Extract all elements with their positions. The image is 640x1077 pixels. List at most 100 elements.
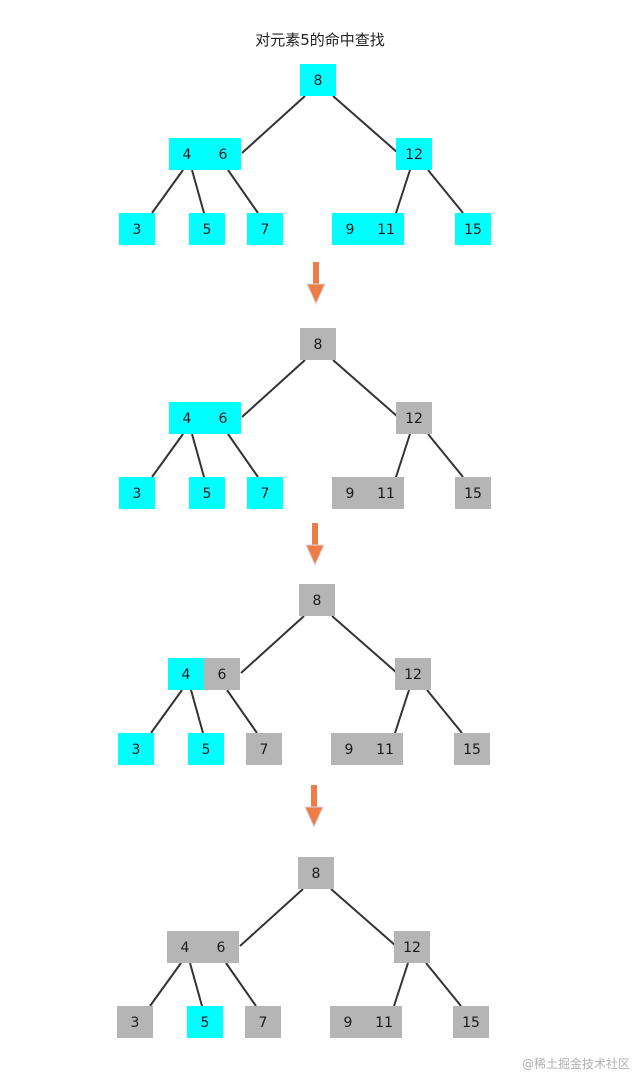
tree-edge xyxy=(395,433,411,478)
tree-edge xyxy=(151,433,184,478)
key-label-12: 12 xyxy=(403,940,421,956)
tree-edge xyxy=(226,689,258,734)
key-cell-3 xyxy=(119,213,155,245)
key-label-15: 15 xyxy=(462,1015,480,1031)
tree-edge xyxy=(150,689,183,734)
key-cell-12 xyxy=(394,931,430,963)
key-cell-9 xyxy=(331,733,367,765)
key-cell-7 xyxy=(247,213,283,245)
key-label-8: 8 xyxy=(314,337,323,353)
tree-edge xyxy=(189,962,203,1007)
key-cell-8 xyxy=(298,857,334,889)
tree-edge xyxy=(427,169,464,214)
tree-edge xyxy=(191,433,205,478)
key-label-11: 11 xyxy=(376,742,394,758)
tree-edge xyxy=(332,95,399,154)
key-label-12: 12 xyxy=(405,147,423,163)
key-label-6: 6 xyxy=(218,667,227,683)
key-cell-5 xyxy=(187,1006,223,1038)
key-cell-15 xyxy=(455,213,491,245)
key-label-9: 9 xyxy=(344,1015,353,1031)
key-cell-12 xyxy=(396,402,432,434)
key-label-11: 11 xyxy=(375,1015,393,1031)
key-cell-11 xyxy=(367,733,403,765)
key-cell-4 xyxy=(169,138,205,170)
key-cell-11 xyxy=(368,477,404,509)
key-cell-15 xyxy=(455,477,491,509)
key-label-4: 4 xyxy=(183,411,192,427)
tree-edge xyxy=(395,169,411,214)
tree-edge xyxy=(331,615,398,674)
tree-edge xyxy=(227,169,259,214)
key-label-3: 3 xyxy=(133,222,142,238)
tree-edge xyxy=(225,962,257,1007)
key-label-6: 6 xyxy=(219,411,228,427)
key-label-15: 15 xyxy=(463,742,481,758)
key-cell-11 xyxy=(368,213,404,245)
key-label-5: 5 xyxy=(203,486,212,502)
key-label-8: 8 xyxy=(312,866,321,882)
key-cell-3 xyxy=(117,1006,153,1038)
key-label-3: 3 xyxy=(133,486,142,502)
key-label-7: 7 xyxy=(259,1015,268,1031)
down-arrow-icon xyxy=(304,785,324,829)
key-label-4: 4 xyxy=(181,940,190,956)
key-label-9: 9 xyxy=(345,742,354,758)
key-cell-15 xyxy=(453,1006,489,1038)
tree-edge xyxy=(241,359,306,418)
key-label-15: 15 xyxy=(464,486,482,502)
key-cell-6 xyxy=(205,402,241,434)
key-cell-9 xyxy=(332,213,368,245)
key-cell-5 xyxy=(189,477,225,509)
key-cell-11 xyxy=(366,1006,402,1038)
key-label-4: 4 xyxy=(183,147,192,163)
key-label-3: 3 xyxy=(131,1015,140,1031)
key-cell-9 xyxy=(330,1006,366,1038)
key-cell-3 xyxy=(119,477,155,509)
key-label-5: 5 xyxy=(202,742,211,758)
key-label-9: 9 xyxy=(346,222,355,238)
tree-edge xyxy=(239,888,304,947)
key-label-7: 7 xyxy=(261,486,270,502)
key-label-7: 7 xyxy=(260,742,269,758)
key-label-4: 4 xyxy=(182,667,191,683)
key-cell-12 xyxy=(395,658,431,690)
key-label-12: 12 xyxy=(404,667,422,683)
key-label-3: 3 xyxy=(132,742,141,758)
key-cell-7 xyxy=(246,733,282,765)
key-cell-3 xyxy=(118,733,154,765)
key-label-15: 15 xyxy=(464,222,482,238)
key-cell-4 xyxy=(167,931,203,963)
key-cell-8 xyxy=(300,64,336,96)
key-label-7: 7 xyxy=(261,222,270,238)
down-arrow-icon xyxy=(305,523,325,567)
key-cell-9 xyxy=(332,477,368,509)
tree-edge xyxy=(425,962,462,1007)
tree-edge xyxy=(151,169,184,214)
tree-edge xyxy=(427,433,464,478)
key-label-8: 8 xyxy=(313,593,322,609)
tree-edge xyxy=(227,433,259,478)
tree-edge xyxy=(191,169,205,214)
tree-edge xyxy=(394,689,410,734)
tree-edge xyxy=(393,962,409,1007)
key-cell-5 xyxy=(188,733,224,765)
key-cell-5 xyxy=(189,213,225,245)
key-cell-6 xyxy=(203,931,239,963)
key-cell-7 xyxy=(247,477,283,509)
tree-edge xyxy=(332,359,399,418)
key-label-8: 8 xyxy=(314,73,323,89)
watermark: @稀土掘金技术社区 xyxy=(521,1057,630,1071)
key-label-11: 11 xyxy=(377,222,395,238)
key-cell-8 xyxy=(300,328,336,360)
tree-edge xyxy=(426,689,463,734)
key-label-9: 9 xyxy=(346,486,355,502)
tree-edge xyxy=(190,689,204,734)
key-label-5: 5 xyxy=(201,1015,210,1031)
key-cell-4 xyxy=(168,658,204,690)
key-cell-6 xyxy=(204,658,240,690)
key-label-11: 11 xyxy=(377,486,395,502)
key-label-5: 5 xyxy=(203,222,212,238)
down-arrow-icon xyxy=(306,262,326,306)
